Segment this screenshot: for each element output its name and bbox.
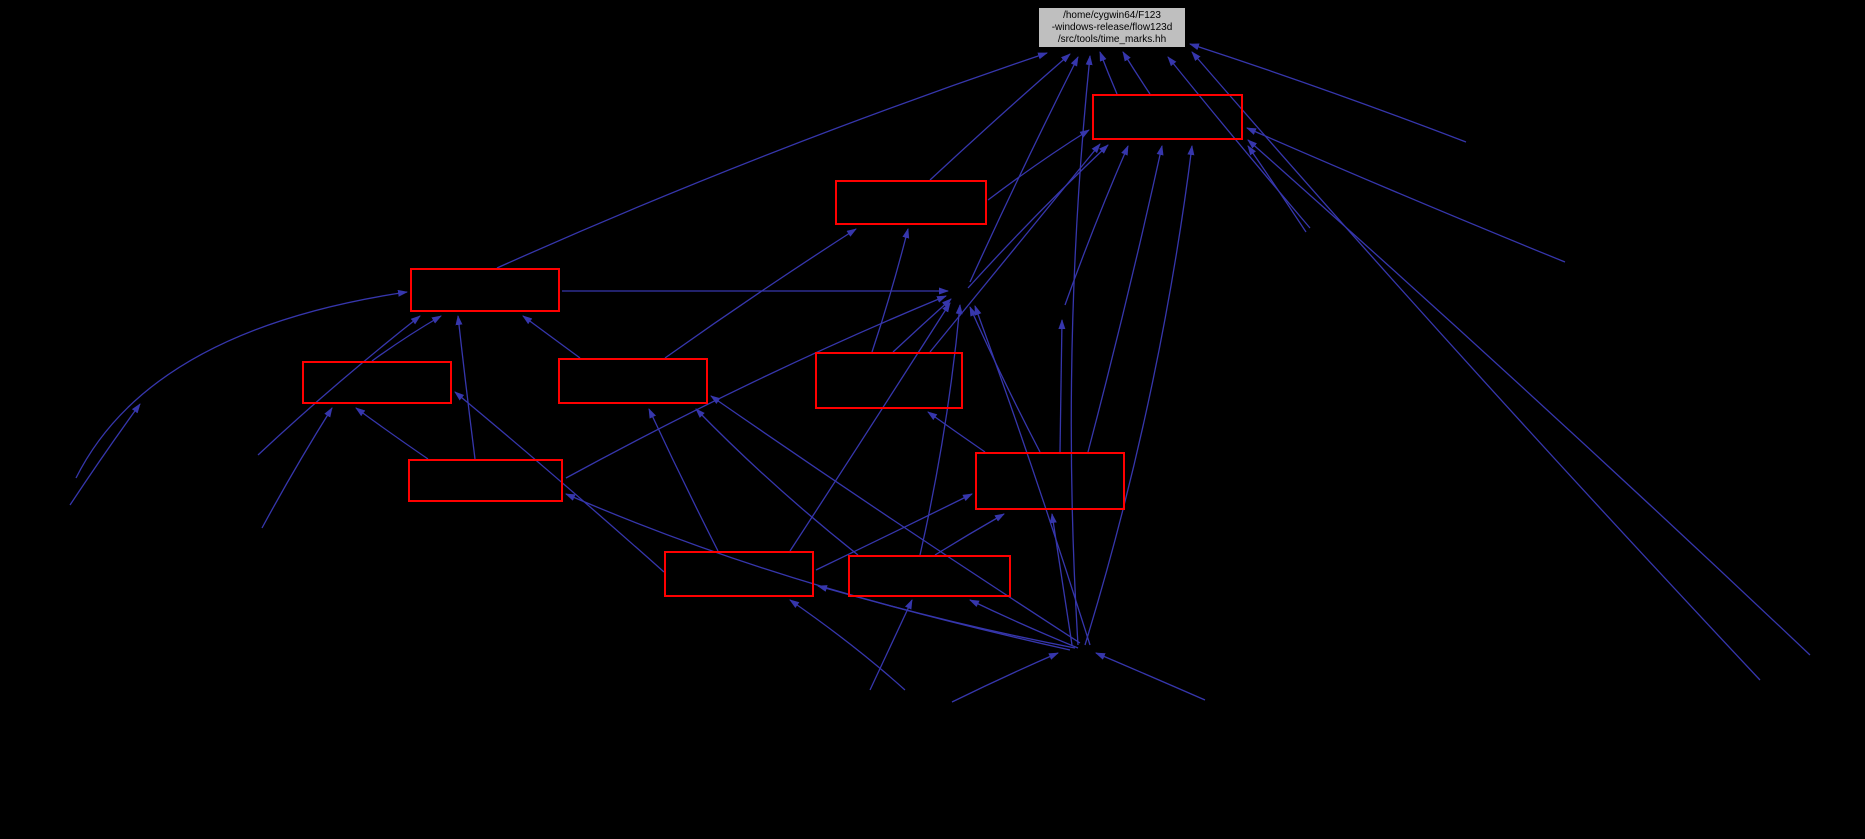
include-edge-19: [371, 315, 442, 362]
main-file-node: /home/cygwin64/F123 -windows-release/flo…: [1038, 7, 1186, 48]
include-edge-31: [565, 493, 1076, 649]
included-by-node-2[interactable]: [835, 180, 987, 225]
included-by-node-3[interactable]: [410, 268, 560, 312]
include-edge-33: [934, 513, 1005, 556]
include-edge-13: [929, 143, 1101, 353]
include-edge-23: [75, 289, 408, 479]
include-edge-36: [789, 599, 906, 691]
include-edge-11: [1064, 145, 1129, 306]
include-edge-7: [1070, 55, 1093, 646]
include-edge-25: [261, 407, 333, 529]
main-file-path-line-3: /src/tools/time_marks.hh: [1057, 34, 1167, 45]
main-file-path-line-2: -windows-release/flow123d: [1051, 22, 1173, 33]
include-edge-49: [1095, 652, 1206, 701]
included-by-node-6[interactable]: [815, 352, 963, 409]
include-edge-24: [355, 407, 429, 460]
main-file-path-line-1: /home/cygwin64/F123: [1063, 10, 1161, 21]
include-edge-45: [565, 295, 947, 479]
include-edge-48: [951, 652, 1059, 703]
include-edge-22: [522, 315, 581, 359]
include-edge-17: [664, 228, 857, 359]
included-by-node-1[interactable]: [1092, 94, 1243, 140]
include-edge-10: [967, 144, 1109, 289]
include-edge-20: [257, 315, 421, 456]
include-edge-38: [869, 599, 913, 691]
include-edge-30: [927, 411, 986, 453]
included-by-node-5[interactable]: [558, 358, 708, 404]
include-edge-1: [496, 52, 1048, 269]
include-edge-27: [648, 408, 719, 552]
include-edge-4: [1122, 51, 1151, 95]
include-edge-42: [789, 302, 951, 552]
include-edge-12: [1087, 145, 1164, 453]
include-edge-16: [1247, 139, 1811, 656]
include-edge-50: [1191, 51, 1761, 681]
include-edge-9: [987, 129, 1090, 201]
included-by-node-10[interactable]: [848, 555, 1011, 597]
edge-group: [69, 43, 1811, 703]
include-edge-46: [1058, 319, 1066, 453]
include-edge-26: [454, 391, 665, 573]
included-by-node-4[interactable]: [302, 361, 452, 404]
include-edge-44: [974, 305, 1091, 646]
include-edge-8: [969, 56, 1079, 283]
include-edge-2: [929, 53, 1071, 181]
included-by-node-8[interactable]: [975, 452, 1125, 510]
include-edge-21: [455, 315, 476, 460]
include-edge-14: [1084, 145, 1195, 646]
include-edge-3: [1099, 51, 1118, 95]
include-edge-43: [919, 304, 963, 556]
include-edge-51: [1247, 145, 1307, 233]
included-by-node-7[interactable]: [408, 459, 563, 502]
include-edge-37: [969, 599, 1079, 649]
include-edge-15: [1246, 127, 1566, 263]
include-edge-41: [969, 306, 1041, 453]
include-edge-6: [1189, 43, 1467, 143]
include-edge-34: [1049, 513, 1073, 646]
include-edge-29: [710, 395, 1081, 644]
include-edge-28: [695, 408, 859, 556]
included-by-node-9[interactable]: [664, 551, 814, 597]
include-edge-47: [69, 403, 141, 506]
include-edge-32: [815, 493, 973, 571]
include-edge-5: [1167, 56, 1311, 229]
